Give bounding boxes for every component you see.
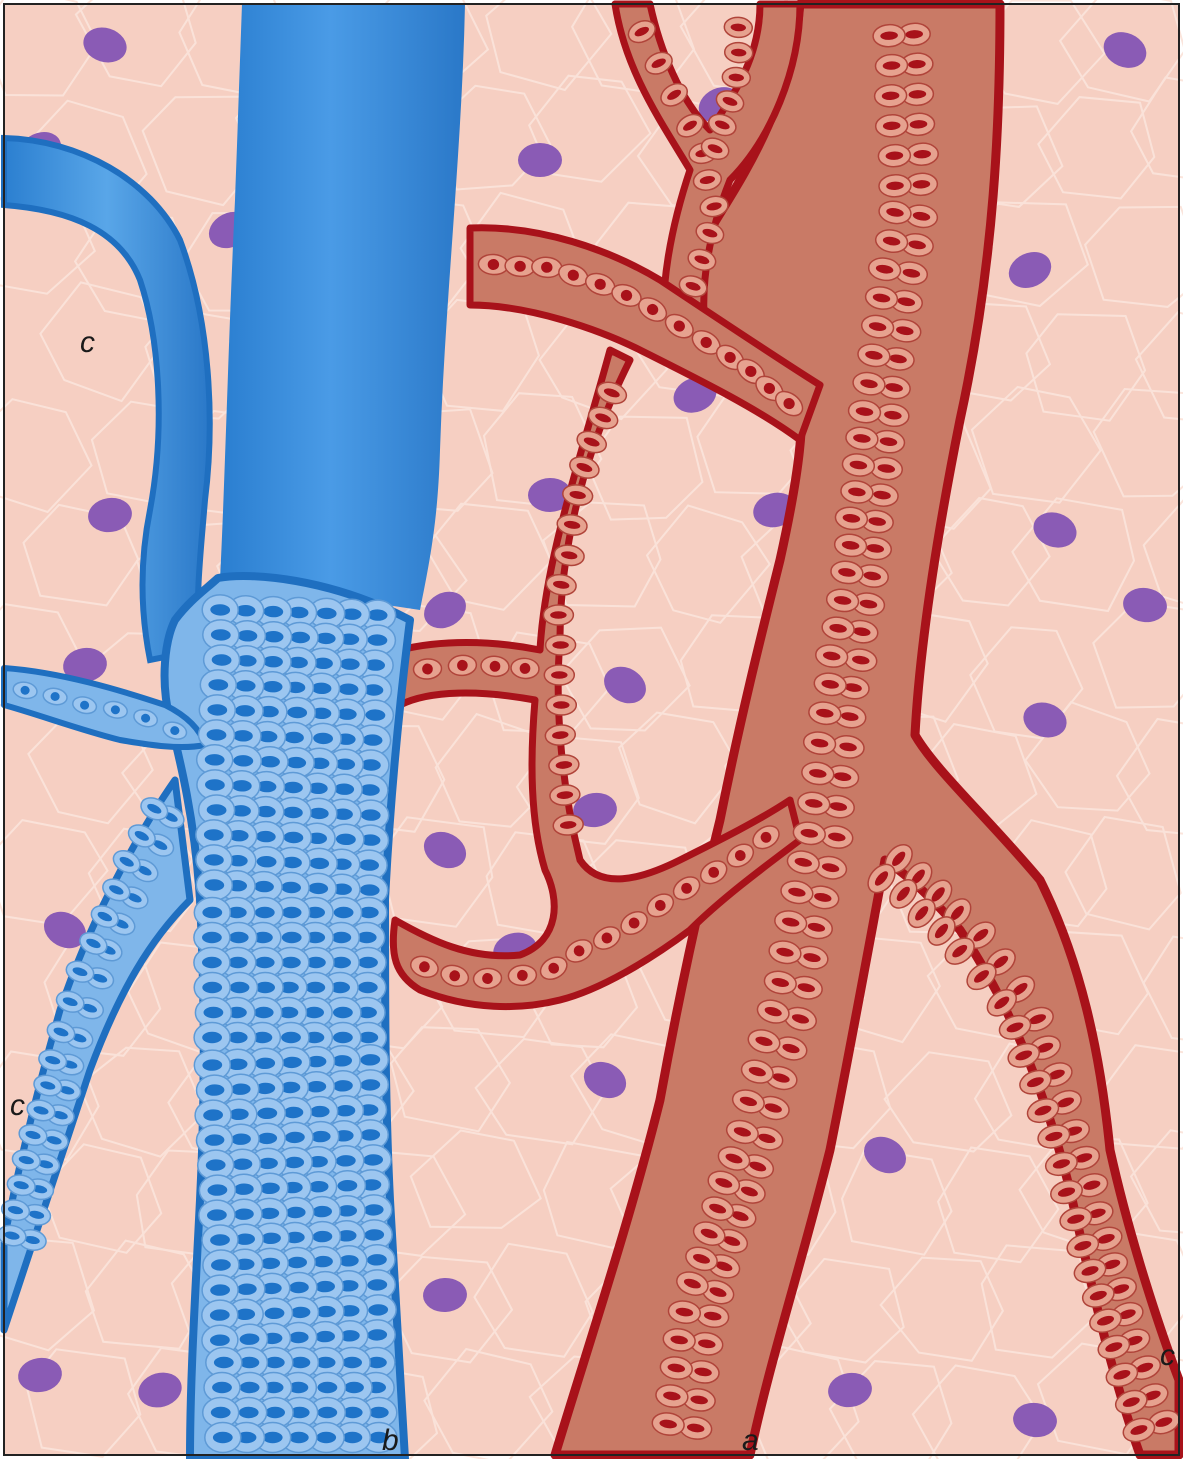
endothelial-nucleus <box>213 1432 233 1443</box>
label-c-upper-left: c <box>80 326 95 359</box>
endothelial-nucleus <box>202 957 222 968</box>
endothelial-nucleus <box>239 1407 259 1418</box>
label-c-lower-left: c <box>10 1089 25 1122</box>
endothelial-nucleus <box>358 982 378 993</box>
endothelial-nucleus <box>334 907 354 918</box>
endothelial-nucleus <box>202 907 222 918</box>
endothelial-nucleus <box>342 1432 362 1443</box>
endothelial-nucleus <box>255 957 275 968</box>
endothelial-nucleus <box>342 1357 362 1368</box>
endothelial-nucleus <box>369 1407 389 1418</box>
endothelial-nucleus <box>254 1007 274 1018</box>
endothelial-nucleus <box>305 982 325 993</box>
endothelial-nucleus <box>550 611 567 619</box>
endothelial-nucleus <box>202 982 222 993</box>
endothelial-nucleus <box>282 932 302 943</box>
vein-upper-cylinder <box>220 4 465 610</box>
endothelial-nucleus <box>255 907 275 918</box>
endothelial-nucleus <box>263 1432 283 1443</box>
endothelial-nucleus <box>202 932 222 943</box>
endothelial-nucleus <box>333 1007 353 1018</box>
endothelial-nucleus <box>317 1407 337 1418</box>
endothelial-nucleus <box>358 957 378 968</box>
endothelial-nucleus <box>204 1007 224 1018</box>
endothelial-nucleus <box>212 1382 232 1393</box>
endothelial-nucleus <box>281 1032 301 1043</box>
label-c-lower-right: c <box>1160 1339 1175 1372</box>
endothelial-nucleus <box>228 957 248 968</box>
endothelial-nucleus <box>552 641 569 649</box>
label-a: a <box>742 1424 759 1457</box>
endothelial-nucleus <box>211 1407 231 1418</box>
endothelial-nucleus <box>553 701 570 709</box>
endothelial-nucleus <box>229 932 249 943</box>
endothelial-nucleus <box>202 1032 222 1043</box>
endothelial-nucleus <box>230 982 250 993</box>
endothelial-nucleus <box>304 1007 324 1018</box>
endothelial-nucleus <box>265 1407 285 1418</box>
endothelial-nucleus <box>333 1032 353 1043</box>
endothelial-nucleus <box>316 1432 336 1443</box>
endothelial-nucleus <box>281 957 301 968</box>
tissue-nucleus <box>518 143 562 177</box>
label-b: b <box>382 1424 399 1457</box>
endothelial-nucleus <box>289 1432 309 1443</box>
endothelial-nucleus <box>344 1382 364 1393</box>
endothelial-nucleus <box>331 932 351 943</box>
endothelial-nucleus <box>282 907 302 918</box>
endothelial-nucleus <box>214 1357 234 1368</box>
endothelial-nucleus <box>551 671 568 679</box>
endothelial-nucleus <box>317 1382 337 1393</box>
endothelial-nucleus <box>240 1382 260 1393</box>
